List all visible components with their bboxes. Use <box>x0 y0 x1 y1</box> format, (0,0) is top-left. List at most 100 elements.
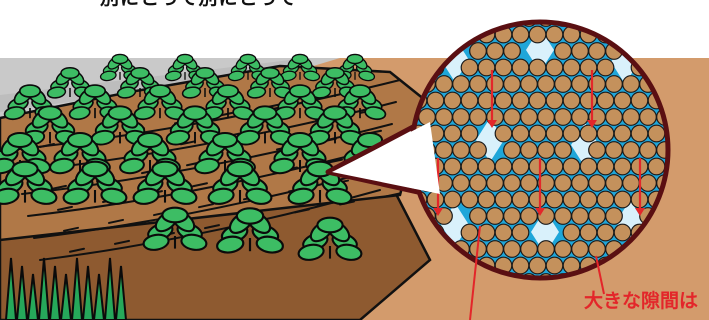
soil-particle-icon <box>563 158 580 175</box>
soil-particle-icon <box>470 109 487 126</box>
soil-particle-icon <box>589 43 606 60</box>
soil-particle-icon <box>495 125 512 142</box>
soil-particle-icon <box>427 92 444 109</box>
leaf <box>237 208 263 223</box>
soil-particle-icon <box>546 257 563 274</box>
soil-particle-icon <box>606 142 623 159</box>
soil-particle-icon <box>487 241 504 258</box>
soil-particle-icon <box>529 257 546 274</box>
soil-particle-icon <box>504 43 521 60</box>
soil-particle-icon <box>597 191 614 208</box>
soil-particle-icon <box>444 158 461 175</box>
soil-particle-icon <box>461 224 478 241</box>
soil-particle-icon <box>470 208 487 225</box>
soil-particle-icon <box>546 191 563 208</box>
soil-particle-icon <box>529 158 546 175</box>
soil-particle-icon <box>512 191 529 208</box>
soil-particle-icon <box>495 59 512 76</box>
soil-particle-icon <box>580 158 597 175</box>
soil-particle-icon <box>572 76 589 93</box>
leaf <box>20 85 40 97</box>
soil-particle-icon <box>470 142 487 159</box>
soil-particle-icon <box>470 43 487 60</box>
leaf <box>109 106 132 119</box>
leaf <box>350 85 370 97</box>
leaf <box>184 106 207 119</box>
soil-particle-icon <box>555 175 572 192</box>
leaf <box>288 133 312 147</box>
soil-particle-icon <box>606 109 623 126</box>
soil-particle-icon <box>512 158 529 175</box>
soil-particle-icon <box>419 109 436 126</box>
leaf <box>61 68 79 79</box>
soil-particle-icon <box>461 158 478 175</box>
soil-particle-icon <box>504 241 521 258</box>
soil-particle-icon <box>580 191 597 208</box>
soil-particle-icon <box>580 125 597 142</box>
soil-particle-icon <box>521 175 538 192</box>
soil-particle-icon <box>546 125 563 142</box>
leaf <box>227 162 252 177</box>
leaf <box>12 162 37 177</box>
soil-particle-icon <box>495 92 512 109</box>
leaf <box>150 85 170 97</box>
soil-particle-icon <box>640 109 657 126</box>
leaf <box>218 85 238 97</box>
leaf <box>85 85 105 97</box>
leaf <box>324 106 347 119</box>
soil-particle-icon <box>453 76 470 93</box>
soil-particle-icon <box>589 208 606 225</box>
leaf <box>292 54 308 63</box>
soil-particle-icon <box>572 10 589 27</box>
soil-particle-icon <box>436 76 453 93</box>
soil-particle-icon <box>478 158 495 175</box>
soil-particle-icon <box>563 92 580 109</box>
soil-particle-icon <box>521 208 538 225</box>
soil-particle-icon <box>495 158 512 175</box>
soil-particle-icon <box>563 59 580 76</box>
clipped-top-text: 別にとって別にとって <box>100 0 297 8</box>
soil-particle-icon <box>614 158 631 175</box>
soil-particle-icon <box>580 92 597 109</box>
soil-particle-icon <box>521 142 538 159</box>
soil-particle-icon <box>427 191 444 208</box>
soil-particle-icon <box>436 142 453 159</box>
soil-particle-icon <box>487 175 504 192</box>
soil-particle-icon <box>563 224 580 241</box>
leaf <box>162 208 187 223</box>
soil-particle-icon <box>546 92 563 109</box>
soil-particle-icon <box>555 109 572 126</box>
soil-particle-icon <box>546 59 563 76</box>
soil-particle-icon <box>546 26 563 43</box>
soil-particle-icon <box>555 43 572 60</box>
soil-particle-icon <box>555 76 572 93</box>
leaf <box>39 106 62 119</box>
soil-particle-icon <box>529 191 546 208</box>
soil-particle-icon <box>572 175 589 192</box>
soil-particle-icon <box>521 76 538 93</box>
soil-particle-icon <box>589 142 606 159</box>
soil-particle-icon <box>563 125 580 142</box>
leaf <box>131 68 149 79</box>
soil-particle-icon <box>614 224 631 241</box>
leaf <box>8 133 32 147</box>
soil-particle-icon <box>529 59 546 76</box>
leaf <box>290 85 310 97</box>
soil-particle-icon <box>648 125 665 142</box>
leaf <box>240 54 256 63</box>
soil-particle-icon <box>631 125 648 142</box>
soil-particle-icon <box>495 224 512 241</box>
soil-particle-icon <box>572 43 589 60</box>
soil-particle-icon <box>555 142 572 159</box>
leaf <box>177 54 193 63</box>
soil-particle-icon <box>572 241 589 258</box>
soil-particle-icon <box>640 175 657 192</box>
soil-particle-icon <box>444 125 461 142</box>
soil-particle-icon <box>495 191 512 208</box>
soil-particle-icon <box>555 241 572 258</box>
soil-particle-icon <box>614 191 631 208</box>
soil-particle-icon <box>614 92 631 109</box>
soil-particle-icon <box>512 92 529 109</box>
soil-particle-icon <box>631 92 648 109</box>
